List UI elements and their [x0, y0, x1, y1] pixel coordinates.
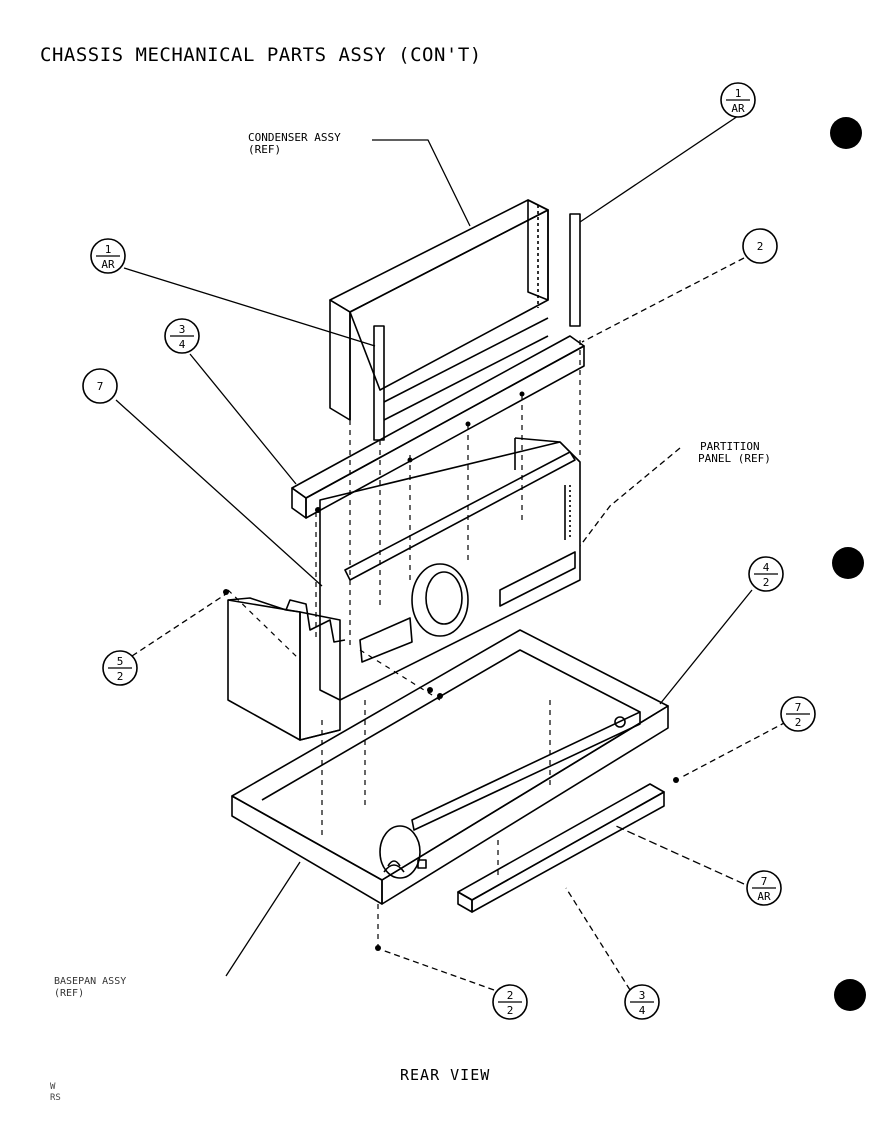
- condenser-assy-part: [329, 199, 581, 441]
- callout-quantity: 2: [763, 576, 770, 589]
- footer-code-1: W: [50, 1082, 56, 1092]
- callout-item-number: 1: [105, 243, 112, 256]
- callout-item-number: 4: [763, 561, 770, 574]
- punch-hole: [830, 117, 862, 149]
- callout-item-number: 5: [117, 655, 124, 668]
- basepan-part: [231, 629, 669, 905]
- callout-bubble: 42: [748, 556, 784, 592]
- callout-item-number: 3: [639, 989, 646, 1002]
- condenser-assy-ref: (REF): [248, 143, 282, 156]
- side-panel-part: [227, 597, 346, 741]
- callout-item-number: 2: [507, 989, 514, 1002]
- callout-quantity: AR: [101, 258, 115, 271]
- basepan-assy-label: BASEPAN ASSY: [54, 976, 127, 987]
- callout-quantity: 2: [117, 670, 124, 683]
- callout-quantity: AR: [731, 102, 745, 115]
- punch-hole: [834, 979, 866, 1011]
- page-title: CHASSIS MECHANICAL PARTS ASSY (CON'T): [40, 44, 482, 66]
- callout-bubble: 34: [624, 984, 660, 1020]
- callout-bubble: 1AR: [720, 82, 756, 118]
- callout-quantity: 4: [179, 338, 186, 351]
- callout-quantity: AR: [757, 890, 771, 903]
- footer-code-2: RS: [50, 1093, 61, 1103]
- callout-item-number: 1: [735, 87, 742, 100]
- callout-item-number: 7: [97, 380, 104, 393]
- callout-quantity: 2: [507, 1004, 514, 1017]
- callout-bubble: 22: [492, 984, 528, 1020]
- callout-bubble: 34: [164, 318, 200, 354]
- callout-bubble: 7: [82, 368, 118, 404]
- bottom-bar-part: [457, 783, 665, 913]
- partition-panel-ref: PANEL (REF): [698, 452, 771, 465]
- basepan-assy-ref: (REF): [54, 988, 85, 999]
- view-label: REAR VIEW: [400, 1066, 491, 1084]
- callout-bubble: 72: [780, 696, 816, 732]
- callout-item-number: 7: [795, 701, 802, 714]
- partition-panel-label: PARTITION: [700, 440, 760, 453]
- callout-item-number: 7: [761, 875, 768, 888]
- punch-hole: [832, 547, 864, 579]
- callout-item-number: 3: [179, 323, 186, 336]
- callout-quantity: 4: [639, 1004, 646, 1017]
- callout-bubble: 52: [102, 650, 138, 686]
- top-bracket-part: [291, 335, 585, 519]
- callout-item-number: 2: [757, 240, 764, 253]
- callout-bubble: 7AR: [746, 870, 782, 906]
- callout-quantity: 2: [795, 716, 802, 729]
- callout-bubble: 2: [742, 228, 778, 264]
- condenser-assy-label: CONDENSER ASSY: [248, 131, 341, 144]
- callout-bubble: 1AR: [90, 238, 126, 274]
